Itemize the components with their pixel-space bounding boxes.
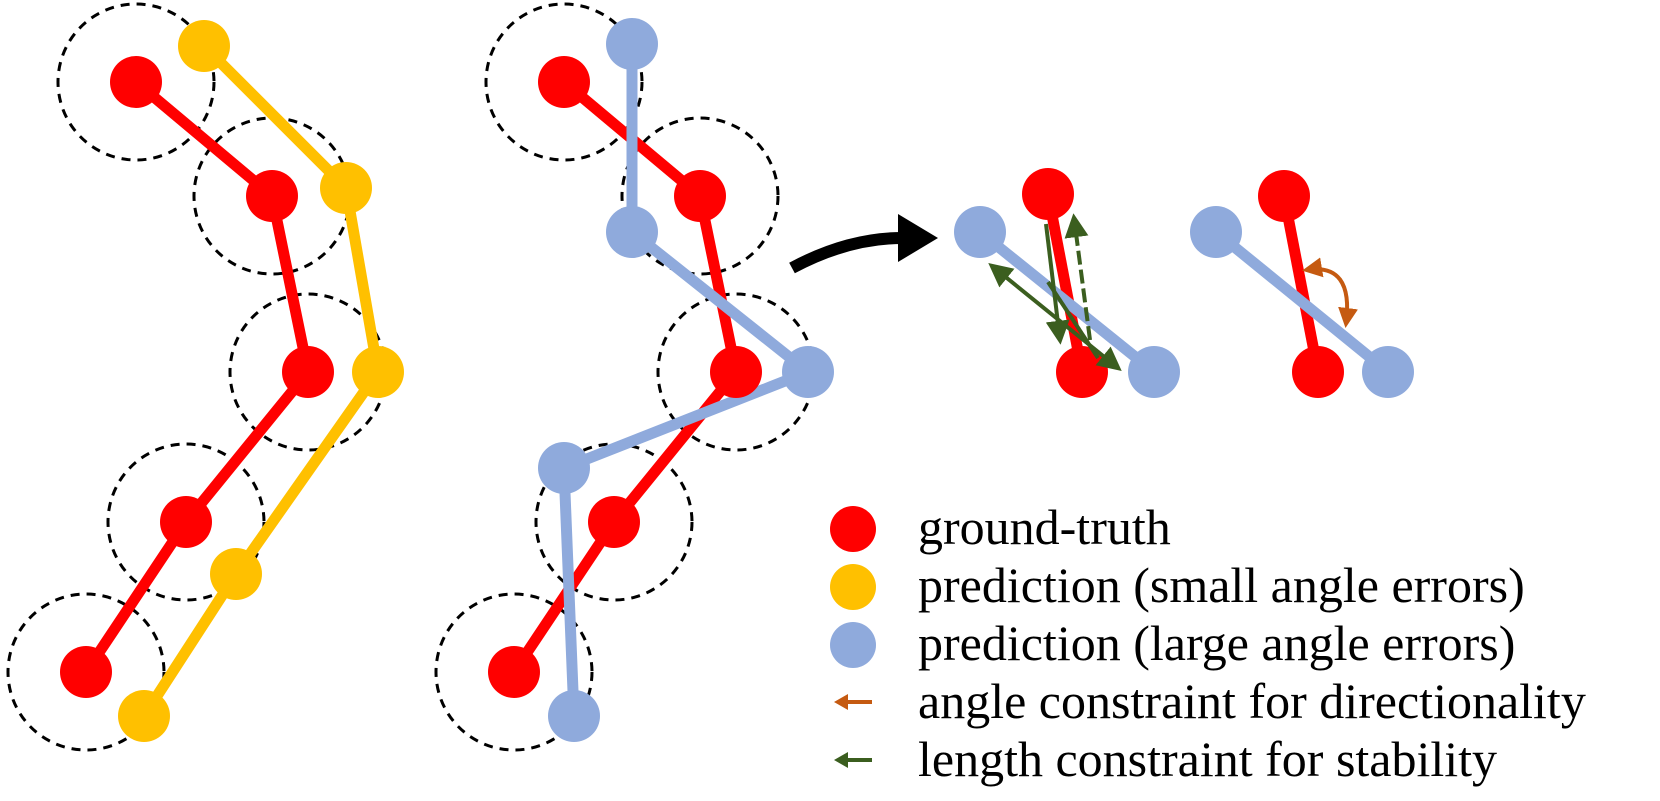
prediction-small-joint	[352, 346, 404, 398]
tolerance-circle	[106, 442, 266, 602]
ground-truth-joint	[1022, 168, 1074, 220]
tolerance-circle	[6, 592, 166, 752]
ground-truth-joint	[1292, 346, 1344, 398]
ground-truth-bone	[1278, 194, 1324, 374]
double-headed-curved-arrow-icon	[1302, 257, 1358, 328]
prediction-small-skeleton	[139, 42, 384, 719]
zoom-length-constraint	[954, 168, 1180, 398]
legend-item-length-constraint: length constraint for stability	[830, 730, 1660, 788]
prediction-small-joint	[210, 548, 262, 600]
blue-dot-icon	[830, 622, 876, 668]
prediction-large-joint	[538, 442, 590, 494]
ground-truth-joint	[674, 170, 726, 222]
prediction-small-joint	[320, 162, 372, 214]
zoom-angle-constraint	[1190, 170, 1414, 398]
legend-label: ground-truth	[918, 499, 1171, 555]
red-dot-icon	[830, 506, 876, 552]
curved-arrow-right-icon	[789, 214, 938, 274]
tolerance-circle	[56, 2, 216, 162]
green-arrow-icon	[834, 752, 872, 768]
prediction-large-joint	[954, 206, 1006, 258]
double-headed-straight-arrow-icon	[988, 213, 1122, 372]
legend-item-ground-truth: ground-truth	[830, 498, 1660, 556]
ground-truth-joint	[488, 646, 540, 698]
ground-truth-joint	[282, 346, 334, 398]
prediction-large-bone	[1212, 227, 1392, 377]
legend: ground-truth prediction (small angle err…	[830, 498, 1660, 788]
legend-label: angle constraint for directionality	[918, 673, 1586, 729]
prediction-small-joint	[118, 690, 170, 742]
tolerance-circle	[484, 2, 644, 162]
prediction-large-joint	[1128, 346, 1180, 398]
ground-truth-joint	[60, 646, 112, 698]
orange-arrow-icon	[834, 694, 872, 710]
tolerance-circle	[434, 592, 594, 752]
panel-small-angle-errors	[6, 2, 404, 752]
legend-item-prediction-large: prediction (large angle errors)	[830, 614, 1660, 672]
prediction-large-joint	[606, 18, 658, 70]
ground-truth-joint	[246, 170, 298, 222]
prediction-small-joint	[178, 20, 230, 72]
tolerance-circle	[620, 116, 780, 276]
legend-label: prediction (large angle errors)	[918, 615, 1516, 671]
ground-truth-joint	[110, 56, 162, 108]
legend-item-prediction-small: prediction (small angle errors)	[830, 556, 1660, 614]
legend-item-angle-constraint: angle constraint for directionality	[830, 672, 1660, 730]
legend-label: length constraint for stability	[918, 731, 1498, 787]
prediction-large-skeleton	[558, 44, 814, 717]
prediction-large-joint	[1362, 346, 1414, 398]
ground-truth-joint	[160, 496, 212, 548]
ground-truth-joint	[538, 56, 590, 108]
tolerance-circle	[534, 442, 694, 602]
legend-label: prediction (small angle errors)	[918, 557, 1525, 613]
ground-truth-joint	[1258, 170, 1310, 222]
panel-large-angle-errors	[434, 2, 834, 752]
prediction-large-joint	[548, 690, 600, 742]
prediction-large-joint	[782, 346, 834, 398]
yellow-dot-icon	[830, 564, 876, 610]
ground-truth-joint	[588, 496, 640, 548]
prediction-large-joint	[1190, 206, 1242, 258]
prediction-large-joint	[606, 206, 658, 258]
ground-truth-joint	[710, 346, 762, 398]
